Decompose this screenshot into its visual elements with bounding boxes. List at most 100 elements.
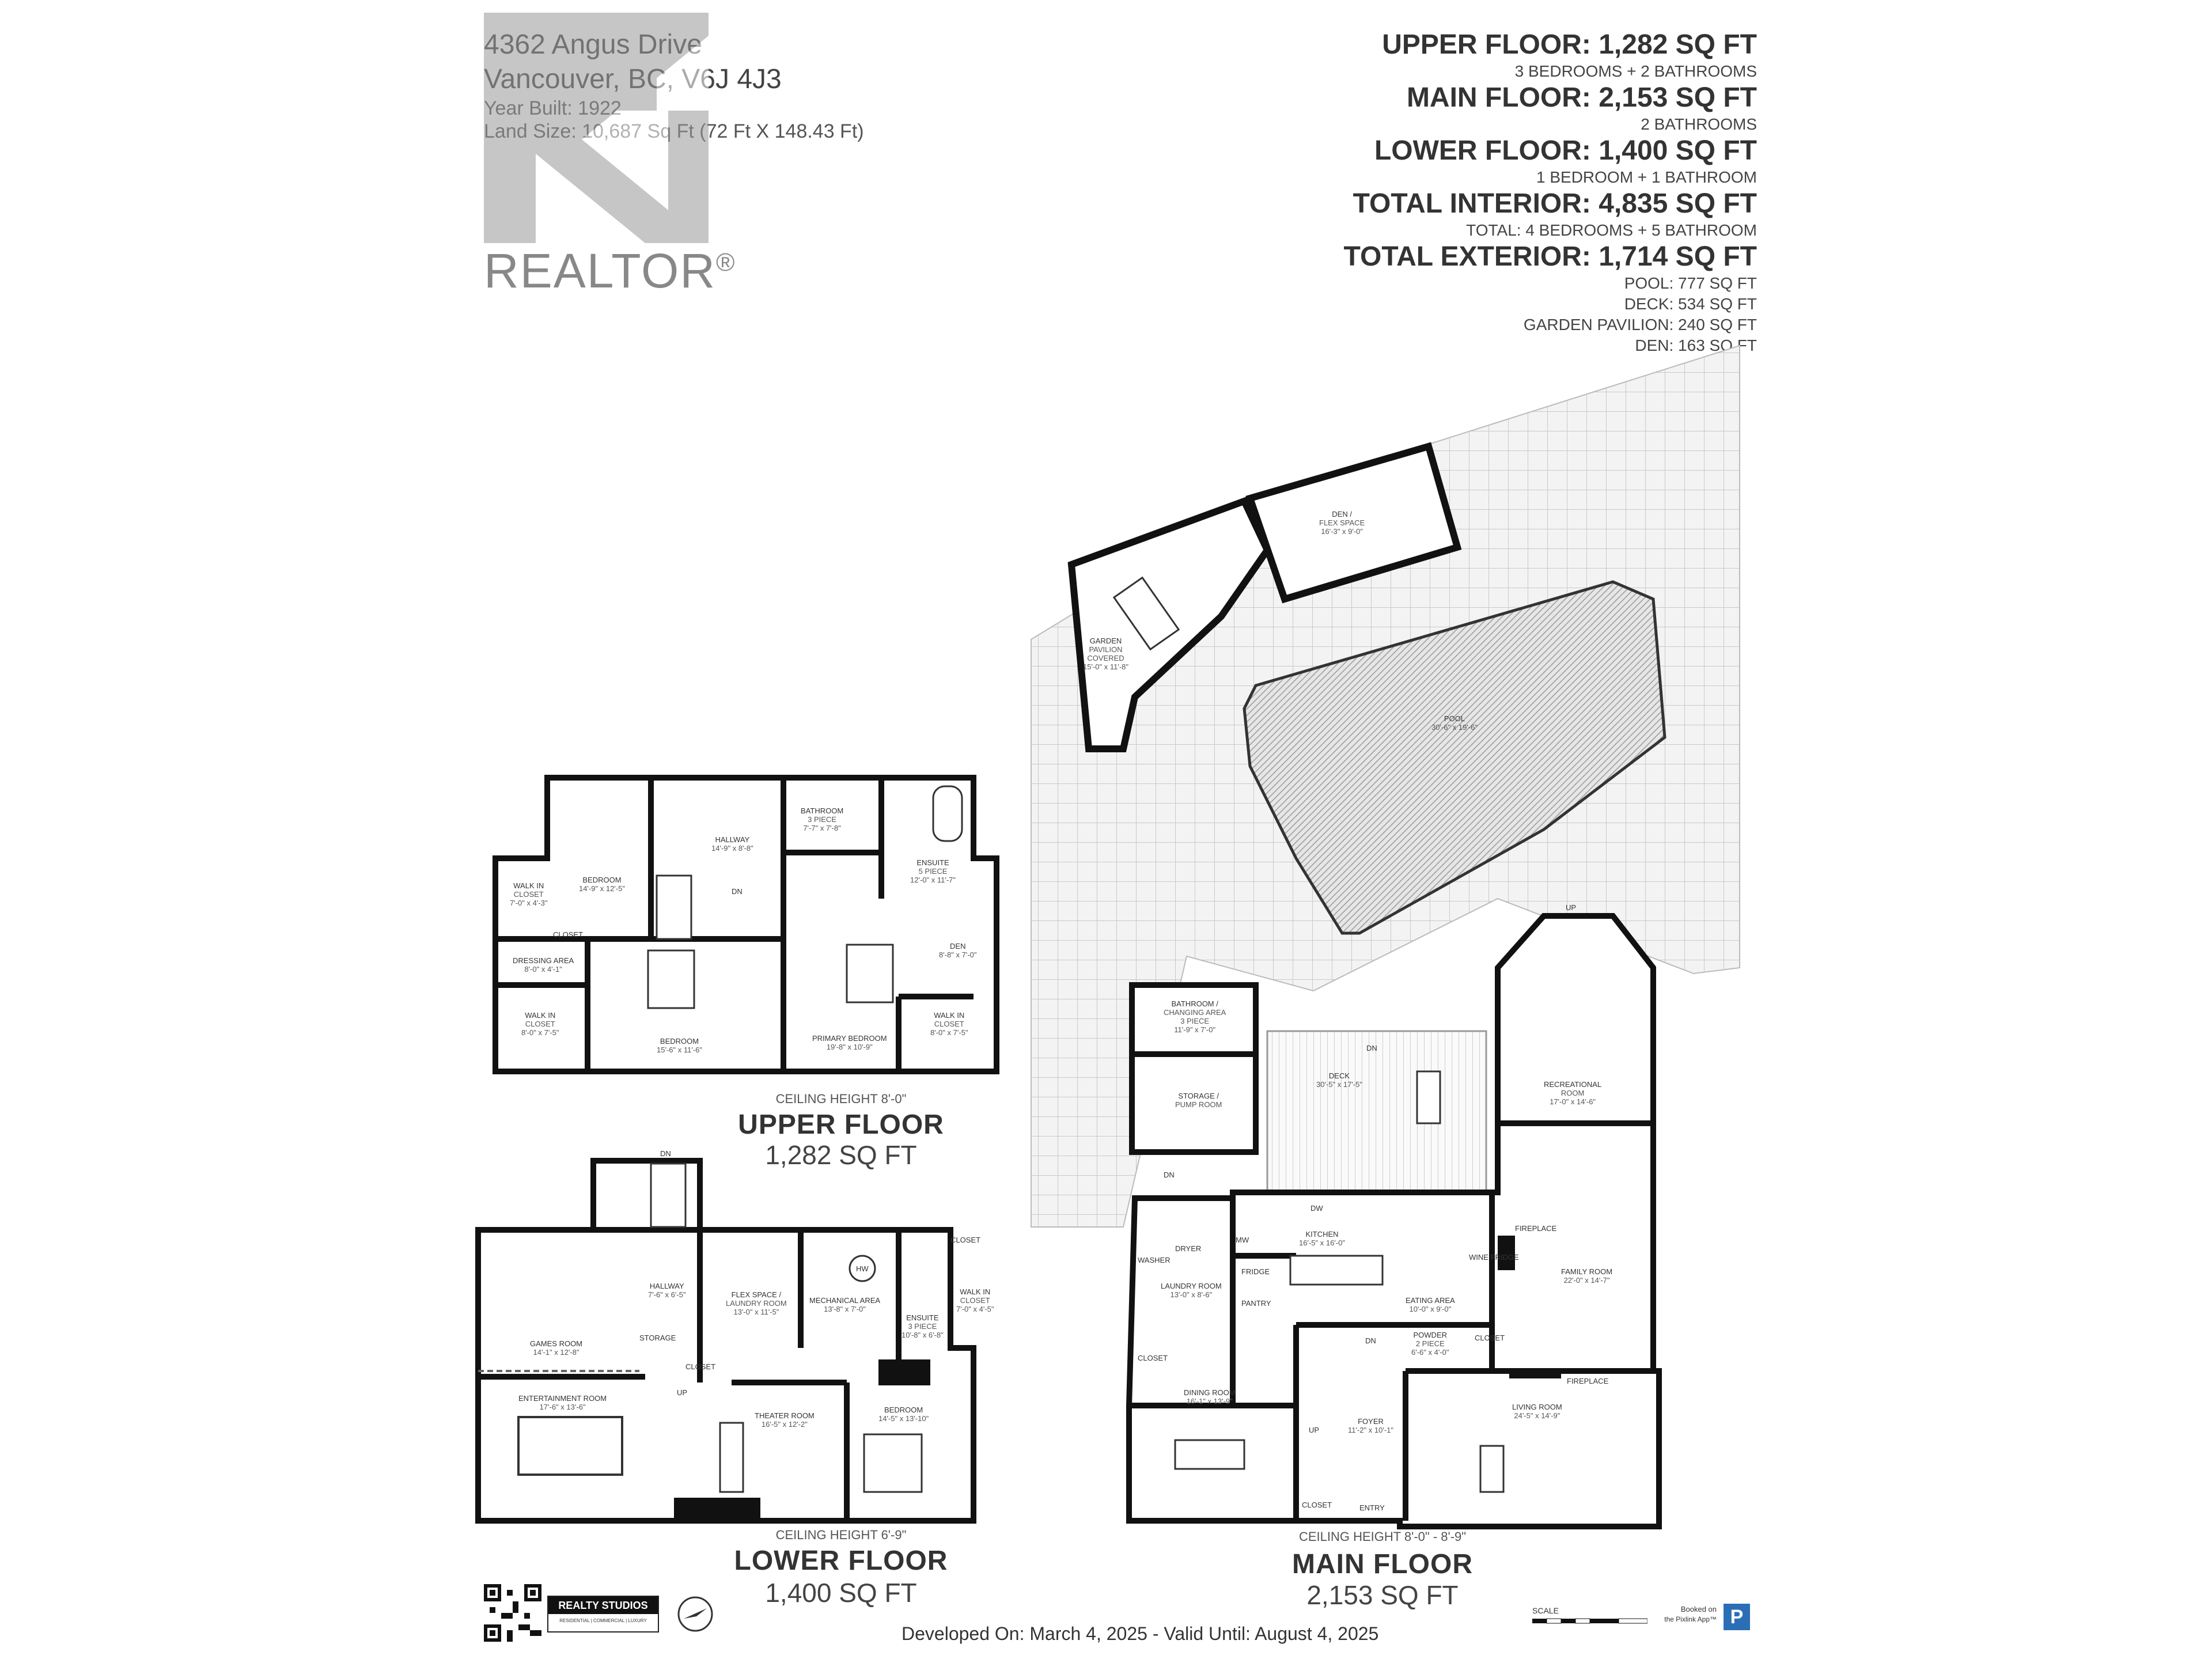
scale-bar-graphic <box>1532 1618 1648 1624</box>
lower-floor-title: LOWER FLOOR <box>734 1546 948 1576</box>
label: CLOSET <box>1302 1501 1332 1509</box>
summary-pavilion: GARDEN PAVILION: 240 SQ FT <box>1523 316 1757 334</box>
label: GARDEN <box>1089 637 1122 645</box>
realty-studios-logo: REALTY STUDIOS RESIDENTIAL | COMMERCIAL … <box>547 1596 659 1633</box>
dims: 11'-2" x 10'-1" <box>1348 1426 1393 1434</box>
pieces: 3 PIECE <box>808 815 836 824</box>
realtor-logo: REALTOR® <box>484 13 734 298</box>
pieces: 3 PIECE <box>908 1322 937 1331</box>
label: POOL <box>1444 714 1465 723</box>
label: FAMILY ROOM <box>1561 1267 1613 1276</box>
main-dn-marker: DN <box>1365 1336 1376 1345</box>
studio-tagline: RESIDENTIAL | COMMERCIAL | LUXURY <box>559 1618 647 1623</box>
room-lower-closet-1: CLOSET <box>950 1236 980 1244</box>
label: DECK <box>1328 1071 1350 1080</box>
label: MECHANICAL AREA <box>809 1296 881 1305</box>
dims: 8'-0" x 7'-5" <box>930 1028 968 1037</box>
pixlink-app: the Pixlink App™ <box>1664 1615 1717 1623</box>
living-sofa <box>1479 1445 1505 1493</box>
label: STORAGE <box>639 1334 676 1342</box>
qr-code <box>484 1584 541 1645</box>
label: BATHROOM / <box>1171 999 1218 1008</box>
label: DN <box>1366 1044 1377 1052</box>
main-floor-plan <box>1126 913 1662 1529</box>
dims: 16'-3" x 9'-0" <box>1321 527 1363 536</box>
label: WALK IN <box>934 1011 965 1020</box>
dims: 16'-5" x 12'-2" <box>761 1420 808 1429</box>
dims: 7'-0" x 4'-5" <box>956 1305 994 1313</box>
label: FIREPLACE <box>1515 1224 1557 1233</box>
dryer-label: DRYER <box>1175 1244 1201 1253</box>
label: GAMES ROOM <box>530 1339 583 1348</box>
label: LIVING ROOM <box>1512 1403 1562 1411</box>
pieces: 3 PIECE <box>1180 1017 1210 1025</box>
summary-main: MAIN FLOOR: 2,153 SQ FT <box>1406 82 1757 113</box>
dims: 30'-6" x 19'-6" <box>1431 723 1478 732</box>
label: KITCHEN <box>1305 1230 1339 1238</box>
dims: 13'-8" x 7'-0" <box>824 1305 866 1313</box>
booked-on: Booked on <box>1680 1605 1717 1613</box>
room-lower-closet-2: CLOSET <box>685 1362 715 1371</box>
label-2: LAUNDRY ROOM <box>726 1299 787 1308</box>
family-fireplace-label: FIREPLACE <box>1515 1224 1556 1233</box>
main-closet-b: CLOSET <box>1475 1334 1505 1342</box>
room-lower-storage: STORAGE <box>639 1334 676 1342</box>
dims: 13'-0" x 8'-6" <box>1170 1290 1213 1299</box>
scale-label: SCALE <box>1532 1606 1559 1615</box>
dims: 7'-0" x 4'-3" <box>510 899 548 907</box>
upper-dn-marker: DN <box>732 887 743 896</box>
summary-total-interior: TOTAL INTERIOR: 4,835 SQ FT <box>1353 188 1757 219</box>
dims: 8'-0" x 4'-1" <box>524 965 562 974</box>
dims: 15'-0" x 11'-8" <box>1083 662 1128 671</box>
label: DN <box>732 887 743 896</box>
label: HALLWAY <box>649 1282 684 1290</box>
dishwasher-label: DW <box>1310 1204 1323 1213</box>
label: WALK IN <box>960 1287 991 1296</box>
label-2: CHANGING AREA <box>1164 1008 1226 1017</box>
room-upper-closet: CLOSET <box>553 930 583 939</box>
label: FRIDGE <box>1241 1267 1270 1276</box>
lower-stairs <box>650 1162 687 1228</box>
label: UP <box>677 1388 688 1397</box>
pieces: 5 PIECE <box>918 867 948 876</box>
label: STORAGE / <box>1178 1092 1219 1100</box>
foyer-up-marker: UP <box>1309 1426 1319 1434</box>
label: CLOSET <box>1475 1334 1505 1342</box>
pieces: 2 PIECE <box>1415 1339 1445 1348</box>
label: DRESSING AREA <box>513 956 574 965</box>
upper-stairs <box>656 874 692 940</box>
dims: 15'-6" x 11'-6" <box>657 1046 702 1054</box>
deck-table <box>1416 1070 1441 1124</box>
realtor-text: REALTOR <box>484 244 716 298</box>
label: DN <box>1164 1171 1175 1179</box>
deck <box>1266 1030 1487 1217</box>
label-2: ROOM <box>1560 1089 1585 1097</box>
label: WALK IN <box>525 1011 556 1020</box>
label: RECREATIONAL <box>1544 1080 1602 1089</box>
dims: 14'-9" x 8'-8" <box>711 844 753 853</box>
lower-dn-marker: DN <box>660 1149 671 1158</box>
label: BEDROOM <box>660 1037 699 1046</box>
dims: 16'-1" x 13'-9" <box>1186 1397 1233 1406</box>
label: BEDROOM <box>884 1406 923 1414</box>
label: WINE FRIDGE <box>1469 1253 1519 1262</box>
lower-wall-block-2 <box>878 1359 930 1385</box>
